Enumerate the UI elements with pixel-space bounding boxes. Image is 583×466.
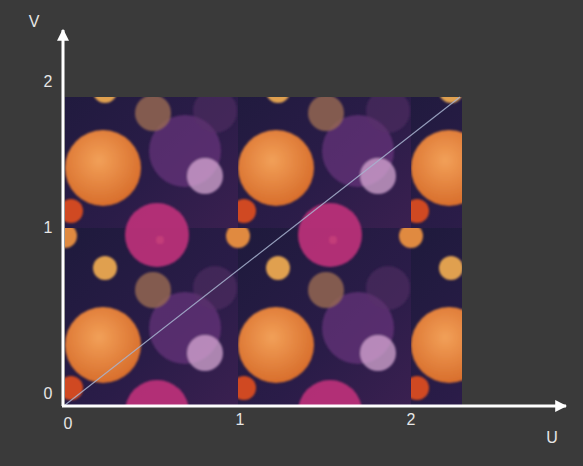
tick-label: 1 <box>44 220 53 236</box>
axis-name: U <box>546 430 558 446</box>
tick-label: 2 <box>44 74 53 90</box>
texture-tiles <box>65 97 462 405</box>
tick-label: 0 <box>64 416 73 432</box>
tick-label: 2 <box>407 412 416 428</box>
axis-name: V <box>29 14 40 30</box>
tick-label: 1 <box>236 412 245 428</box>
diagonal-line <box>65 97 460 405</box>
tick-label: 0 <box>44 386 53 402</box>
v-axis <box>62 30 65 406</box>
u-axis <box>62 405 566 408</box>
